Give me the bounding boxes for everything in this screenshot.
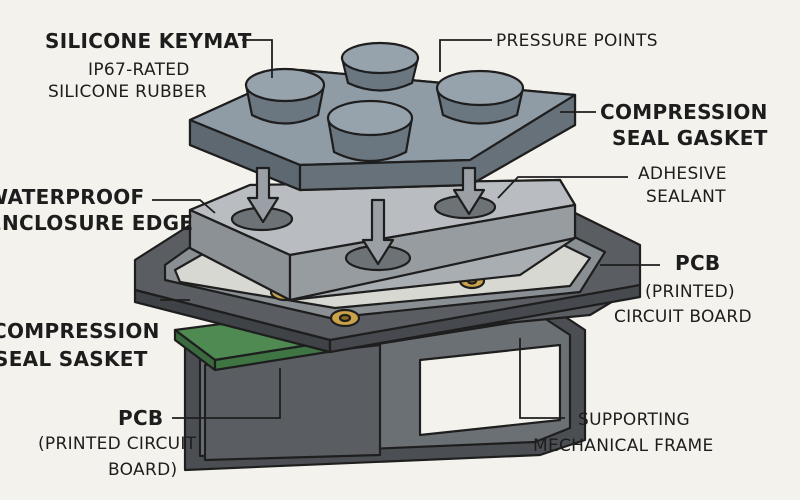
dome-key-front <box>326 99 414 162</box>
label-supporting: SUPPORTING <box>578 410 690 430</box>
leader-lines <box>152 39 660 419</box>
label-mechanical-frame: MECHANICAL FRAME <box>533 436 714 456</box>
label-sealant: SEALANT <box>646 187 726 207</box>
label-pcb-right-1: PCB <box>675 251 721 275</box>
label-adhesive: ADHESIVE <box>638 164 727 184</box>
label-pressure-points: PRESSURE POINTS <box>496 31 658 51</box>
dome-key-top <box>340 41 420 92</box>
label-compression-sasket-2: SEAL SASKET <box>0 347 148 371</box>
dome-keys <box>244 41 525 162</box>
label-pcb-right-2: (PRINTED) <box>645 282 735 302</box>
leader-supporting-frame <box>519 338 565 419</box>
dome-key-right <box>435 69 525 125</box>
label-waterproof: WATERPROOF <box>0 185 145 209</box>
leader-adhesive-sealant <box>497 176 628 199</box>
dome-key-left <box>244 67 326 125</box>
leader-pcb-left <box>172 368 281 419</box>
label-compression-sasket-1: COMPRESSION <box>0 319 160 343</box>
label-compression-gasket-top-1: COMPRESSION <box>600 100 768 124</box>
label-enclosure-edge: ENCLOSURE EDGE <box>0 211 194 235</box>
label-silicone-keymat-rating: IP67-RATED <box>88 60 190 80</box>
label-pcb-left-2: (PRINTED CIRCUIT <box>38 434 197 454</box>
label-pcb-left-1: PCB <box>118 406 164 430</box>
leader-pressure-points <box>439 39 492 72</box>
label-pcb-left-3: BOARD) <box>108 460 178 480</box>
leader-silicone-keymat <box>242 39 273 78</box>
label-silicone-keymat-material: SILICONE RUBBER <box>48 82 208 102</box>
label-compression-gasket-top-2: SEAL GASKET <box>612 126 768 150</box>
pressure-arrows <box>246 166 486 266</box>
label-silicone-keymat: SILICONE KEYMAT <box>45 29 252 53</box>
label-pcb-right-3: CIRCUIT BOARD <box>614 307 752 327</box>
leader-waterproof-edge <box>152 199 216 214</box>
